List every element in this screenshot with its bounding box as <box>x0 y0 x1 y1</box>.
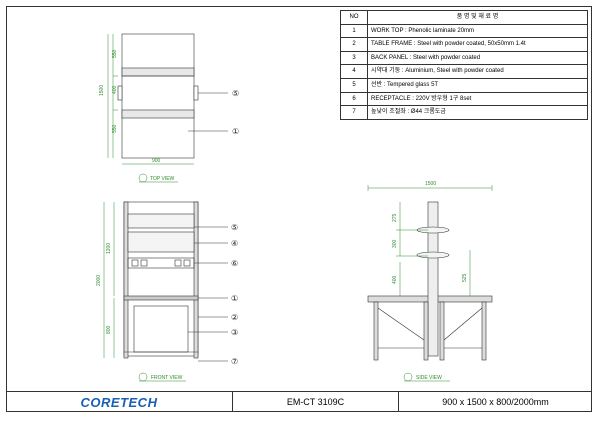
top-view-shelf-upper <box>121 67 195 77</box>
model-number: EM-CT 3109C <box>233 392 399 412</box>
front-view-post-right <box>193 201 199 359</box>
top-callout-1: ① <box>232 127 239 136</box>
side-view-dimensions <box>367 185 493 296</box>
part-no: 5 <box>340 77 368 93</box>
side-view-leg-2 <box>423 301 429 361</box>
top-view-outline <box>121 33 195 159</box>
side-view <box>367 185 493 361</box>
front-view-shelf-upper <box>127 213 195 229</box>
top-view-label-group: TOP VIEW <box>138 173 178 183</box>
top-view-dimensions <box>107 34 194 165</box>
front-view-back-panel <box>133 305 189 353</box>
side-dim-h1: 275 <box>392 213 398 222</box>
front-view-leaders <box>188 226 228 362</box>
part-desc: 시약대 기둥 : Aluminium, Steel with powder co… <box>367 64 588 79</box>
receptacle-2 <box>140 259 148 267</box>
receptacle-1 <box>131 259 139 267</box>
front-view-label: FRONT VIEW <box>151 375 183 381</box>
side-view-leg-4 <box>481 301 487 361</box>
side-view-label-group: SIDE VIEW <box>403 372 450 382</box>
front-callout-5: ⑤ <box>231 223 238 232</box>
top-view-clamp-left <box>117 85 123 101</box>
top-view-label: TOP VIEW <box>150 176 175 182</box>
parts-header-no: NO <box>340 10 368 25</box>
top-dim-width: 900 <box>152 158 161 164</box>
front-callout-1: ① <box>231 294 238 303</box>
part-desc: WORK TOP : Phenolic laminate 20mm <box>367 23 588 39</box>
top-dim-seg-c: 550 <box>112 124 118 133</box>
parts-table-header: NO 품 명 및 재 료 명 <box>340 10 588 25</box>
front-view-dimensions <box>103 202 115 358</box>
top-dim-total: 1500 <box>99 85 105 96</box>
side-view-brace-left <box>377 307 425 341</box>
part-no: 2 <box>340 37 368 52</box>
front-view-post-left <box>123 201 129 359</box>
part-desc: 선반 : Tempered glass 5T <box>367 77 588 93</box>
part-desc: 높낮이 조절좌 : Ø44 크롬도금 <box>367 105 588 120</box>
part-no: 3 <box>340 50 368 66</box>
top-dim-seg-b: 400 <box>112 85 118 94</box>
top-view <box>107 33 228 165</box>
front-callout-4: ④ <box>231 239 238 248</box>
side-view-shelf-lower <box>416 251 450 259</box>
side-dim-width: 1500 <box>425 181 436 187</box>
front-dim-total: 2000 <box>96 275 102 286</box>
side-view-leg-1 <box>373 301 379 361</box>
side-view-brace-right <box>443 307 483 341</box>
part-no: 6 <box>340 91 368 107</box>
side-view-label: SIDE VIEW <box>416 375 442 381</box>
front-dim-upper: 1200 <box>106 243 112 254</box>
front-dim-lower: 800 <box>106 325 112 334</box>
front-view-shelf-lower <box>127 231 195 253</box>
part-no: 7 <box>340 105 368 120</box>
receptacle-3 <box>174 259 182 267</box>
top-view-shelf-lower <box>121 109 195 119</box>
receptacle-4 <box>183 259 191 267</box>
part-no: 4 <box>340 64 368 79</box>
side-dim-h2: 300 <box>392 239 398 248</box>
front-callout-3: ③ <box>231 328 238 337</box>
part-desc: BACK PANEL : Steel with powder coated <box>367 50 588 66</box>
front-callout-6: ⑥ <box>231 259 238 268</box>
parts-header-name: 품 명 및 재 료 명 <box>367 10 588 25</box>
product-size: 900 x 1500 x 800/2000mm <box>442 397 549 407</box>
top-view-clamp-right <box>193 85 199 101</box>
side-dim-h4: 525 <box>462 273 468 282</box>
drawing-frame <box>6 6 592 412</box>
front-view-label-group: FRONT VIEW <box>138 372 186 382</box>
front-view <box>103 201 228 362</box>
part-no: 1 <box>340 23 368 39</box>
part-desc: RECEPTACLE : 220V 방우형 1구 8set <box>367 91 588 107</box>
front-callout-7: ⑦ <box>231 357 238 366</box>
top-callout-5: ⑤ <box>232 89 239 98</box>
front-callout-2: ② <box>231 313 238 322</box>
side-dim-h3: 400 <box>392 275 398 284</box>
title-block: CORETECH EM-CT 3109C 900 x 1500 x 800/20… <box>6 391 592 412</box>
front-view-worktop <box>123 295 199 301</box>
side-view-post <box>427 201 439 357</box>
top-dim-seg-a: 550 <box>112 49 118 58</box>
part-desc: TABLE FRAME : Steel with powder coated, … <box>367 37 588 52</box>
company-logo: CORETECH <box>6 392 233 412</box>
side-view-leg-3 <box>439 301 445 361</box>
